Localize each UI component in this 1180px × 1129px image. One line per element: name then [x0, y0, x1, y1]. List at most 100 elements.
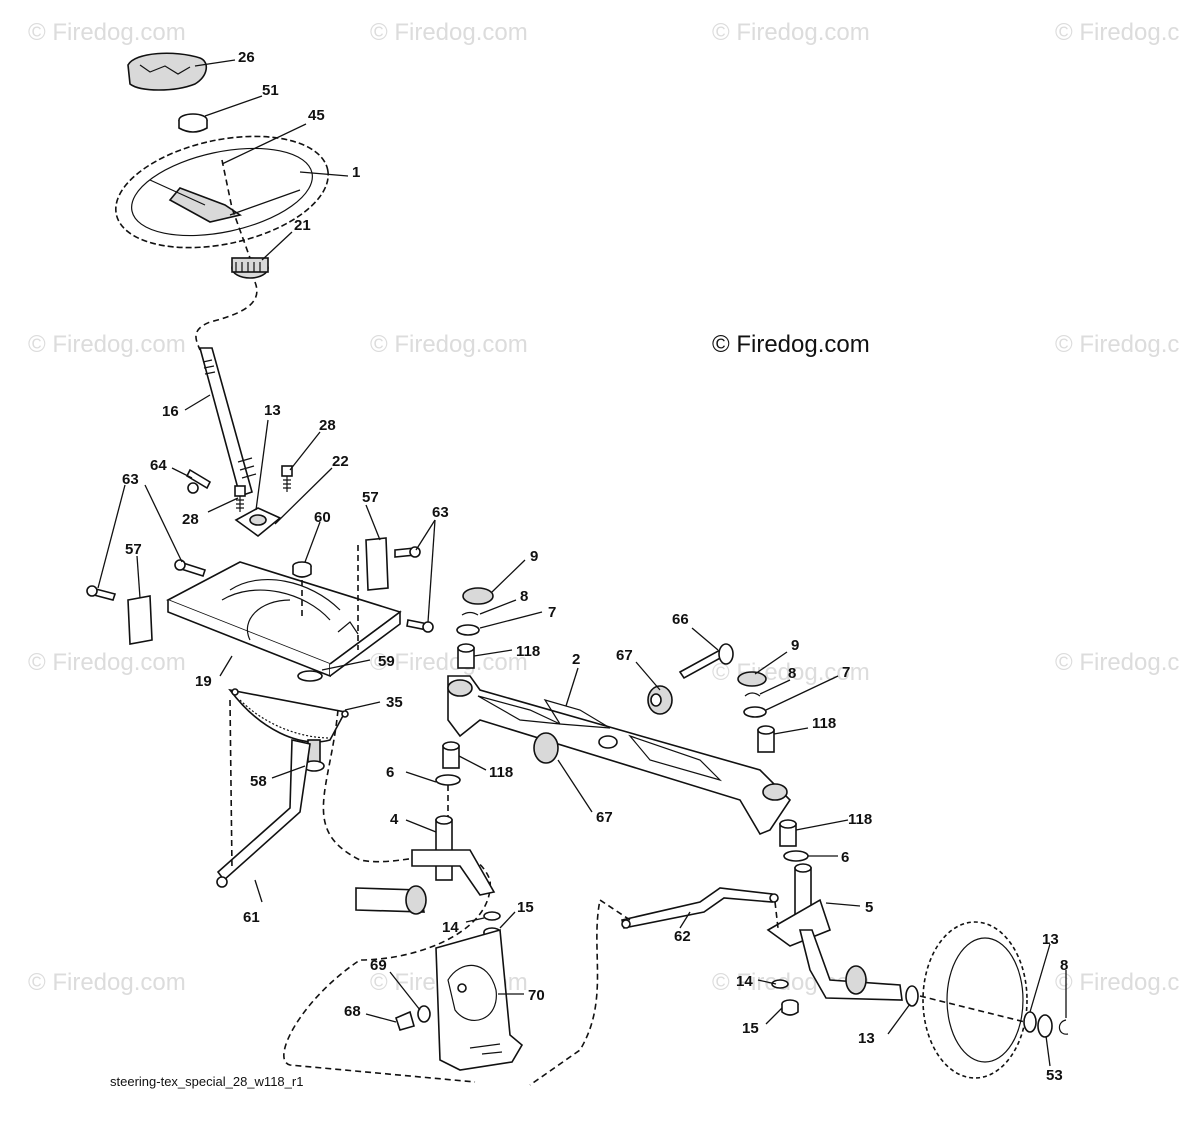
- callout-number: 64: [150, 457, 167, 474]
- part-bushing: [442, 741, 460, 769]
- callout-number: 15: [742, 1020, 759, 1037]
- part-bracket: [365, 537, 389, 591]
- part-adapter: [231, 257, 269, 279]
- part-washer: [783, 850, 809, 862]
- part-cap: [737, 671, 767, 687]
- watermark: © Firedog.com: [370, 649, 528, 676]
- part-steering-wheel: [115, 135, 329, 249]
- callout-number: 5: [865, 899, 873, 916]
- callout-number: 59: [378, 653, 395, 670]
- part-bolt: [395, 1010, 415, 1031]
- callout-number: 28: [319, 417, 336, 434]
- part-bearing-flange: [234, 507, 282, 538]
- callout-labels: 26 51 45 1 21 16 13 28 22 64 63 28 57 63…: [122, 49, 1068, 1084]
- part-bushing: [457, 643, 475, 669]
- part-bushing: [779, 819, 797, 847]
- watermark: © Firedog.com: [28, 19, 186, 46]
- watermark: © Firedog.com: [28, 649, 186, 676]
- callout-number: 58: [250, 773, 267, 790]
- callout-number: 118: [516, 643, 540, 660]
- watermark: © Firedog.com: [370, 19, 528, 46]
- assembly-line: [283, 709, 491, 1083]
- leader-lines: [97, 59, 1067, 1067]
- part-bolt: [174, 559, 207, 578]
- part-spacer: [533, 732, 559, 764]
- assembly-line: [229, 699, 233, 871]
- watermark: © Firedog.com: [1055, 19, 1180, 46]
- callout-number: 62: [674, 928, 691, 945]
- callout-number: 61: [243, 909, 260, 926]
- callout-number: 51: [262, 82, 279, 99]
- callout-number: 14: [736, 973, 753, 990]
- part-washer: [456, 624, 480, 636]
- callout-number: 1: [352, 164, 360, 181]
- callout-number: 13: [858, 1030, 875, 1047]
- part-ring: [744, 692, 761, 697]
- part-right-spindle: [766, 863, 903, 1001]
- part-washer: [435, 774, 461, 786]
- part-front-axle: [447, 675, 792, 835]
- callout-number: 118: [812, 715, 836, 732]
- assembly-line: [529, 898, 631, 1086]
- part-bolt: [281, 465, 293, 492]
- callout-number: 13: [1042, 931, 1059, 948]
- assembly-line: [195, 281, 258, 351]
- part-washer: [905, 985, 919, 1007]
- watermark: © Firedog.com: [1055, 969, 1180, 996]
- part-sector-gear: [228, 688, 349, 743]
- callout-number: 8: [1060, 957, 1068, 974]
- copyright-label: © Firedog.com: [712, 331, 870, 358]
- part-washer: [1023, 1011, 1037, 1033]
- callout-number: 14: [442, 919, 459, 936]
- callout-number: 70: [528, 987, 545, 1004]
- callout-number: 35: [386, 694, 403, 711]
- part-nut: [781, 999, 799, 1016]
- callout-number: 57: [125, 541, 142, 558]
- callout-number: 8: [520, 588, 528, 605]
- callout-number: 67: [596, 809, 613, 826]
- watermark: © Firedog.com: [28, 969, 186, 996]
- callout-number: 68: [344, 1003, 361, 1020]
- part-washer: [743, 706, 767, 718]
- callout-number: 19: [195, 673, 212, 690]
- watermark: © Firedog.com: [1055, 331, 1180, 358]
- part-bolt: [406, 619, 434, 633]
- assembly-line: [221, 159, 251, 259]
- part-wheel: [922, 921, 1028, 1079]
- callout-number: 21: [294, 217, 311, 234]
- part-cap: [462, 587, 494, 605]
- part-nut: [178, 113, 208, 133]
- watermark: © Firedog.com: [712, 19, 870, 46]
- part-bolt: [394, 546, 421, 558]
- callout-number: 28: [182, 511, 199, 528]
- part-ring: [461, 611, 479, 616]
- part-bolt: [86, 585, 117, 601]
- watermark: © Firedog.com: [28, 331, 186, 358]
- part-pivot-bolt: [678, 643, 734, 680]
- callout-number: 118: [848, 811, 872, 828]
- part-nut: [292, 561, 312, 578]
- callout-number: 66: [672, 611, 689, 628]
- part-washer: [417, 1005, 431, 1023]
- part-left-spindle: [355, 815, 496, 915]
- callout-number: 8: [788, 665, 796, 682]
- part-washer: [483, 911, 501, 921]
- assembly-line: [919, 995, 1026, 1023]
- callout-number: 6: [841, 849, 849, 866]
- callout-number: 16: [162, 403, 179, 420]
- callout-number: 4: [390, 811, 399, 828]
- part-tie-rod: [621, 887, 779, 929]
- part-bolt: [234, 485, 246, 512]
- callout-number: 13: [264, 402, 281, 419]
- diagram-filename: steering-tex_special_28_w118_r1: [110, 1074, 303, 1089]
- callout-number: 7: [548, 604, 556, 621]
- callout-number: 57: [362, 489, 379, 506]
- callout-number: 60: [314, 509, 331, 526]
- callout-number: 9: [530, 548, 538, 565]
- callout-number: 9: [791, 637, 799, 654]
- part-retaining-ring: [1058, 1019, 1069, 1035]
- callout-number: 53: [1046, 1067, 1063, 1084]
- part-spindle-cover: [435, 928, 524, 1071]
- callout-number: 2: [572, 651, 580, 668]
